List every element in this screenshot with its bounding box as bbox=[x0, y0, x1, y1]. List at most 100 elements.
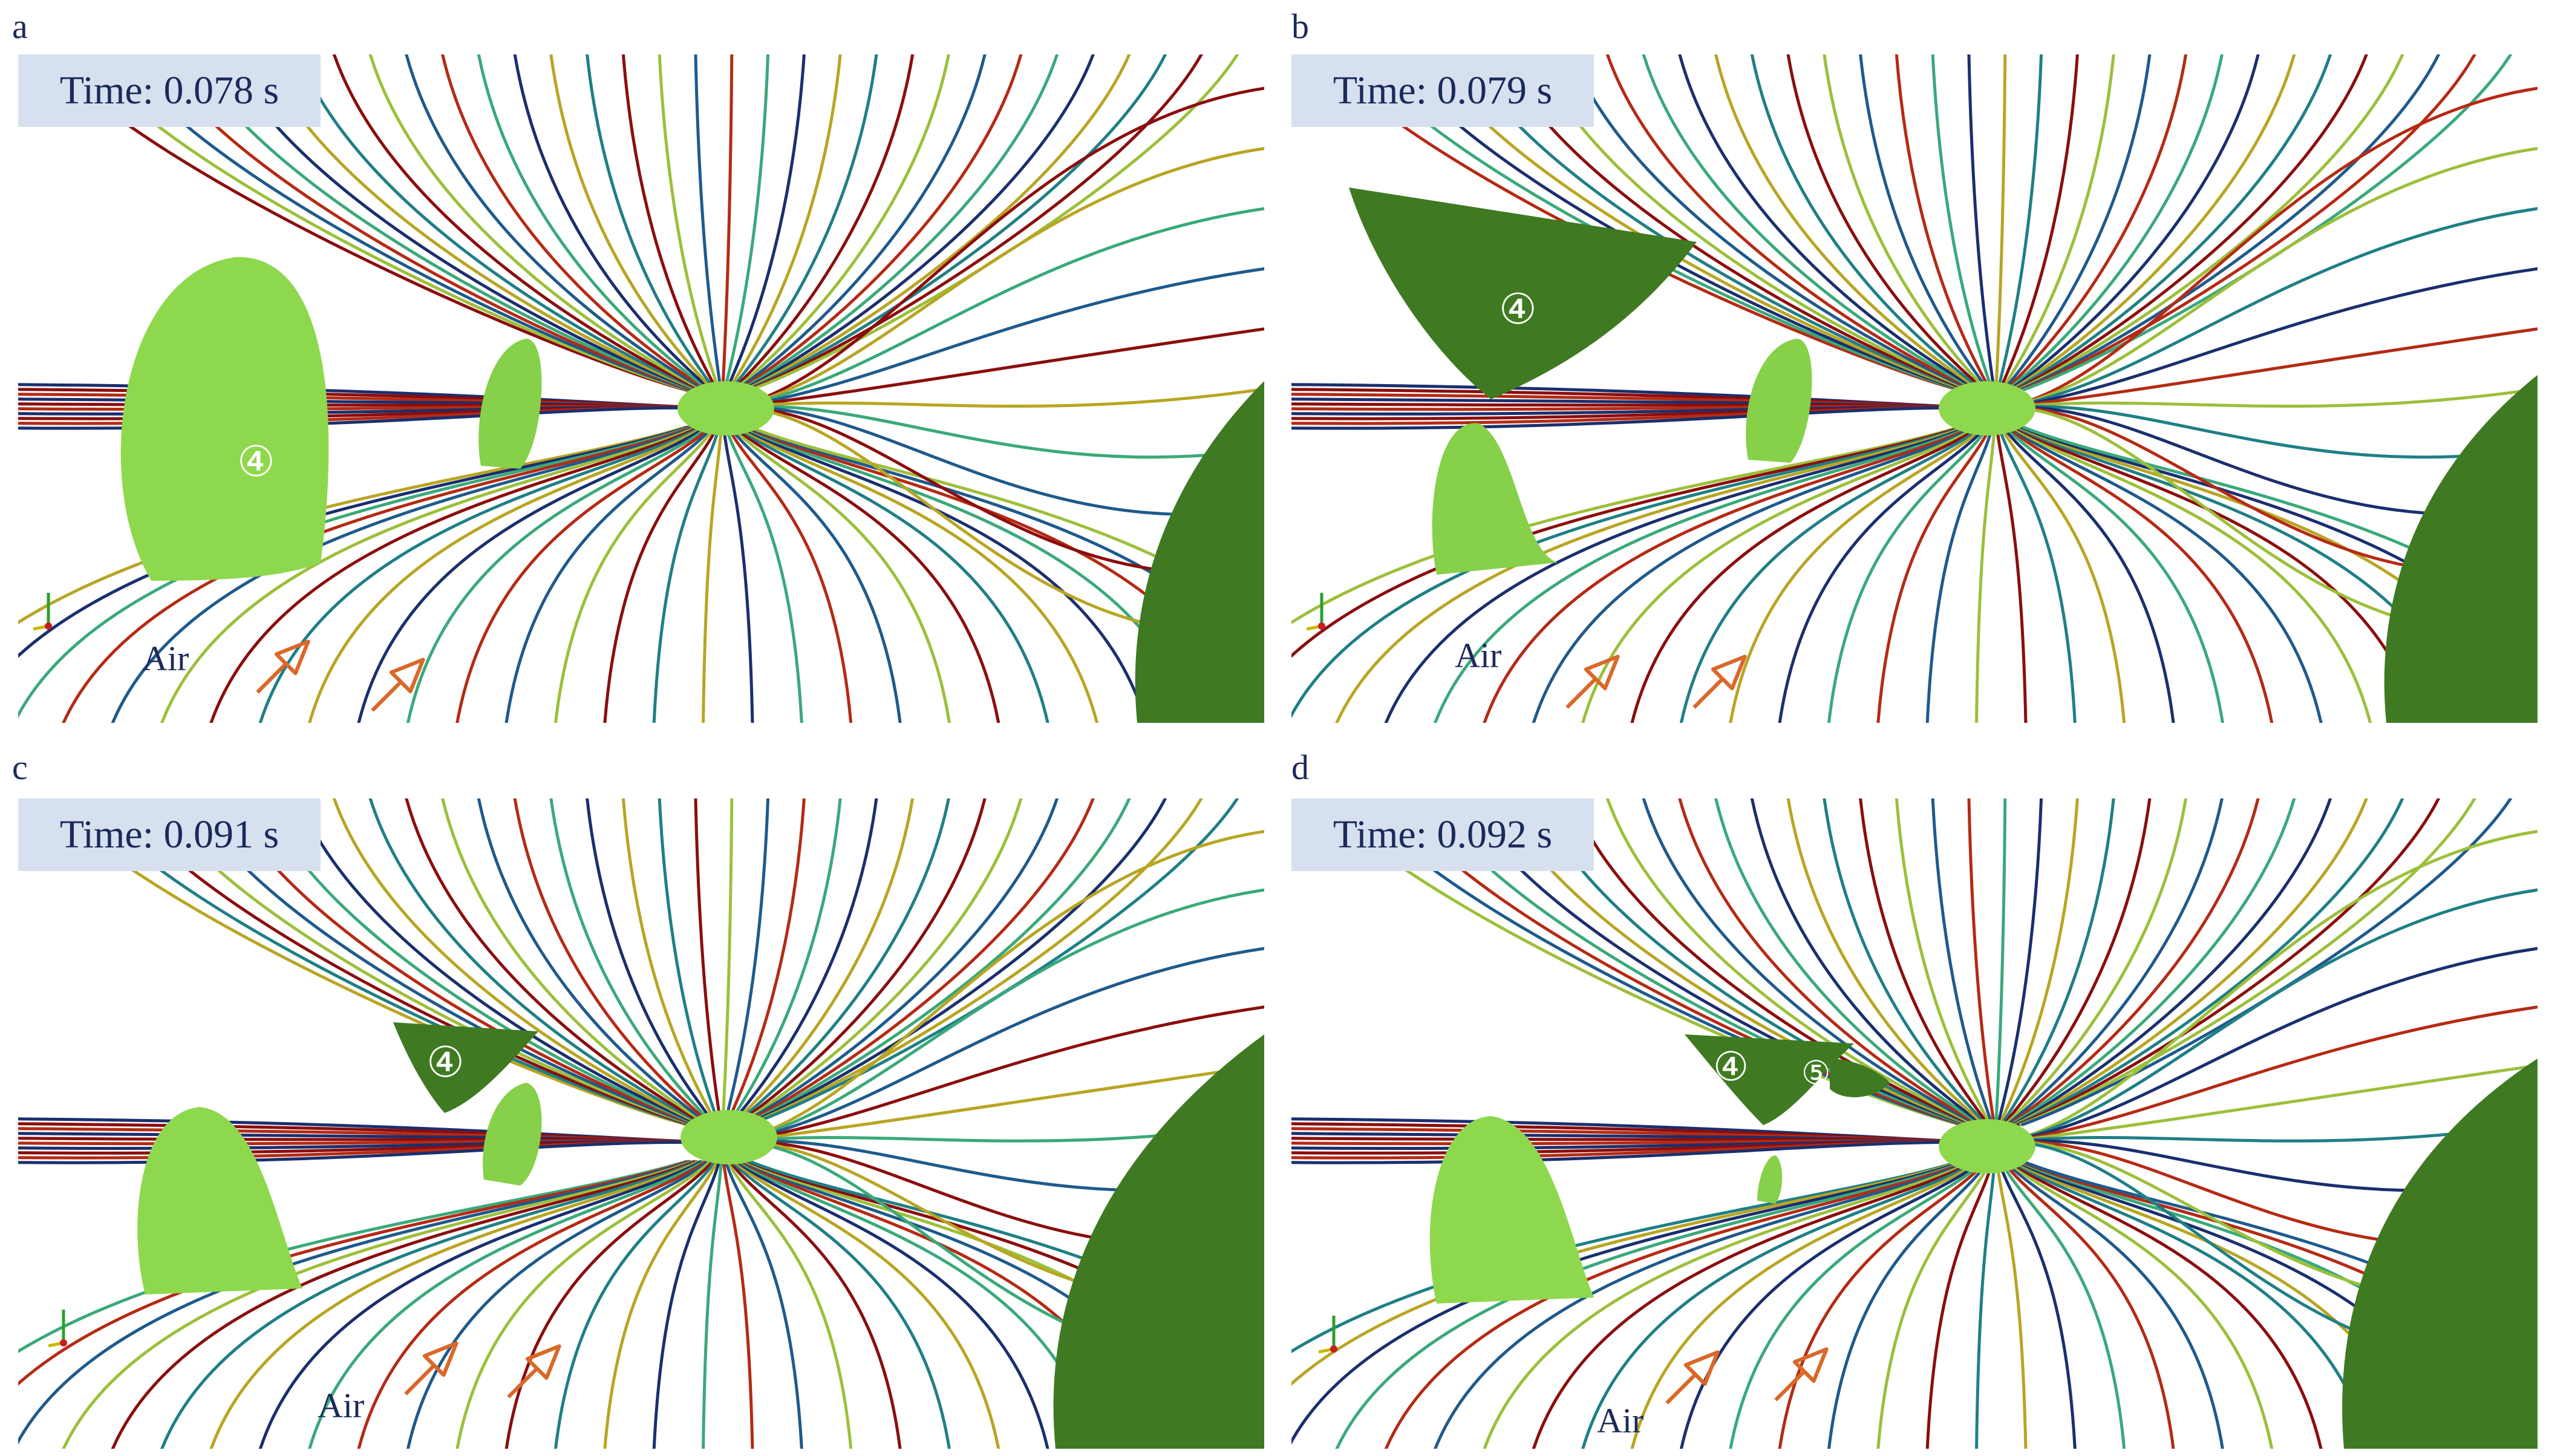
streamline bbox=[2008, 1160, 2323, 1449]
streamline bbox=[694, 54, 723, 391]
streamline bbox=[1823, 54, 1988, 392]
streamline bbox=[1384, 1160, 1970, 1449]
streamline bbox=[652, 426, 721, 723]
streamline bbox=[1678, 798, 1980, 1126]
streamline bbox=[722, 426, 754, 723]
streamline bbox=[1925, 1161, 1994, 1449]
streamline bbox=[702, 426, 723, 723]
streamline bbox=[658, 54, 721, 391]
streamline bbox=[1335, 1160, 1968, 1449]
streamline bbox=[1999, 1160, 2126, 1449]
streamline bbox=[2019, 54, 2476, 392]
streamline bbox=[1630, 425, 1981, 723]
streamline bbox=[504, 426, 714, 723]
simulation-panel-c: Time: 0.091 s ④ Air bbox=[18, 798, 1264, 1449]
streamline bbox=[1384, 425, 1970, 723]
time-label: Time: 0.091 s bbox=[18, 798, 321, 871]
streamline bbox=[1994, 54, 2007, 391]
streamline bbox=[332, 798, 703, 1127]
bubble-4-marker: ④ bbox=[1499, 287, 1537, 333]
streamline bbox=[586, 54, 717, 392]
streamline bbox=[603, 426, 719, 723]
streamline bbox=[621, 798, 719, 1126]
streamline bbox=[722, 1063, 1264, 1145]
streamline bbox=[1995, 87, 2538, 411]
streamline bbox=[1931, 798, 1994, 1126]
streamline bbox=[441, 54, 710, 392]
streamline bbox=[1827, 1160, 1989, 1449]
streamline bbox=[740, 54, 1095, 392]
streamline bbox=[728, 54, 878, 392]
streamline-scene bbox=[18, 798, 1264, 1449]
streamline bbox=[2017, 54, 2441, 392]
bubble-4-marker: ④ bbox=[426, 1040, 465, 1086]
streamline bbox=[725, 798, 806, 1126]
streamline bbox=[735, 1160, 1049, 1449]
panel-letter-b: b bbox=[1291, 7, 1309, 46]
streamline bbox=[728, 1160, 902, 1449]
streamline bbox=[455, 1160, 712, 1449]
streamline bbox=[652, 1161, 721, 1449]
streamline bbox=[1975, 1161, 1997, 1449]
streamline bbox=[1605, 54, 1977, 392]
air-flow-arrow-icon bbox=[256, 639, 310, 694]
axes-triad-icon bbox=[1306, 593, 1325, 631]
simulation-panel-a: Time: 0.078 s ④ Air bbox=[18, 54, 1264, 723]
large-dark-bubble bbox=[1135, 381, 1264, 723]
streamline bbox=[1823, 798, 1988, 1126]
streamline bbox=[406, 1160, 710, 1449]
time-label: Time: 0.079 s bbox=[1291, 54, 1594, 127]
streamline bbox=[2011, 1160, 2372, 1449]
streamline bbox=[2009, 798, 2296, 1126]
streamline bbox=[743, 798, 1167, 1127]
streamline bbox=[1995, 1161, 2028, 1449]
bubble-4 bbox=[1349, 188, 1697, 399]
streamline bbox=[603, 1160, 719, 1449]
air-flow-arrow-icon bbox=[507, 1344, 561, 1399]
streamline bbox=[702, 1161, 723, 1449]
streamline bbox=[726, 1160, 853, 1449]
streamline bbox=[368, 798, 705, 1126]
streamline bbox=[2002, 54, 2152, 392]
bubble-4 bbox=[393, 1022, 538, 1113]
streamline bbox=[1570, 798, 1975, 1127]
streamline bbox=[2003, 798, 2188, 1126]
streamline bbox=[1995, 146, 2538, 411]
streamline bbox=[1996, 54, 2043, 391]
central-bubble bbox=[680, 1110, 777, 1164]
streamline bbox=[477, 54, 711, 392]
simulation-panel-d: Time: 0.092 s ④ ⑤ Air bbox=[1291, 798, 2538, 1449]
streamline bbox=[2000, 798, 2115, 1126]
time-label: Time: 0.078 s bbox=[18, 54, 321, 127]
streamlines bbox=[1291, 54, 2538, 723]
streamline bbox=[740, 798, 1095, 1126]
streamline bbox=[1859, 798, 1990, 1126]
large-dark-bubble bbox=[1053, 1034, 1264, 1449]
axes-triad-icon bbox=[33, 593, 52, 631]
streamline bbox=[723, 54, 770, 391]
streamline bbox=[209, 425, 701, 723]
streamline bbox=[586, 798, 717, 1126]
streamline bbox=[549, 798, 715, 1126]
streamline bbox=[1995, 1005, 2538, 1145]
air-flow-arrow-icon bbox=[1565, 655, 1620, 709]
air-flow-arrow-icon bbox=[371, 658, 425, 712]
streamline bbox=[728, 798, 878, 1126]
streamline bbox=[1995, 267, 2538, 411]
streamline bbox=[2009, 54, 2296, 392]
streamline bbox=[2000, 54, 2115, 392]
streamline bbox=[1995, 888, 2538, 1145]
streamline bbox=[1532, 425, 1976, 723]
air-flow-arrow-icon bbox=[1665, 1350, 1720, 1405]
streamline bbox=[209, 1160, 701, 1449]
streamline bbox=[1876, 426, 1992, 723]
streamline bbox=[734, 54, 987, 392]
streamline bbox=[733, 798, 950, 1126]
streamline bbox=[748, 1160, 1264, 1354]
streamline bbox=[731, 425, 951, 723]
streamline bbox=[745, 54, 1203, 392]
streamline bbox=[1291, 1160, 1965, 1445]
streamline bbox=[726, 426, 853, 723]
streamline bbox=[513, 798, 713, 1126]
air-label: Air bbox=[1455, 636, 1502, 675]
